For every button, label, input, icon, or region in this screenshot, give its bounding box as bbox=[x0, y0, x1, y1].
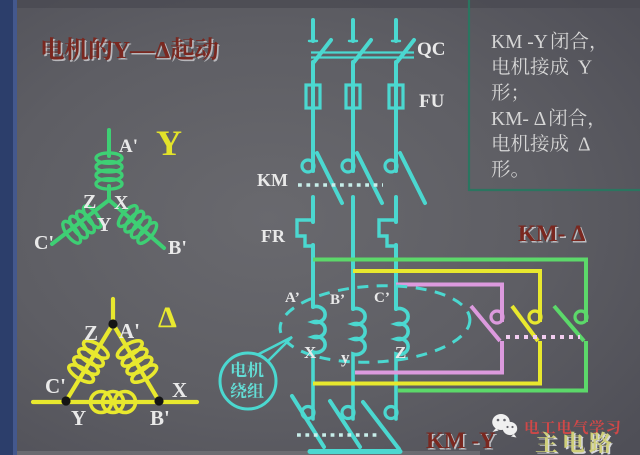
svg-text:Y: Y bbox=[71, 406, 86, 430]
svg-text:Δ: Δ bbox=[578, 134, 591, 155]
svg-text:C’: C’ bbox=[374, 290, 390, 306]
svg-text:Δ: Δ bbox=[158, 301, 177, 334]
svg-text:X: X bbox=[304, 343, 317, 362]
svg-text:C': C' bbox=[34, 232, 54, 254]
svg-text:A': A' bbox=[119, 319, 140, 343]
svg-text:KM- Δ: KM- Δ bbox=[520, 223, 588, 248]
svg-text:KM: KM bbox=[257, 170, 288, 190]
svg-text:KM- Δ: KM- Δ bbox=[518, 221, 586, 246]
svg-text:Y—Δ: Y—Δ bbox=[112, 37, 170, 64]
svg-text:KM -Y: KM -Y bbox=[426, 428, 496, 453]
svg-text:Z: Z bbox=[395, 343, 406, 362]
svg-text:Y: Y bbox=[578, 58, 592, 79]
svg-text:KM -Y: KM -Y bbox=[491, 32, 548, 53]
svg-text:y: y bbox=[341, 348, 350, 367]
svg-text:A': A' bbox=[119, 136, 138, 157]
svg-text:Y—Δ: Y—Δ bbox=[114, 39, 172, 66]
svg-text:QC: QC bbox=[417, 39, 446, 60]
svg-text:C': C' bbox=[45, 374, 66, 398]
svg-text:KM -Y: KM -Y bbox=[428, 430, 498, 455]
svg-text:Y: Y bbox=[97, 214, 112, 236]
svg-text:X: X bbox=[172, 378, 187, 402]
svg-text:X: X bbox=[114, 192, 129, 214]
svg-text:Y: Y bbox=[156, 123, 182, 163]
svg-text:KM- Δ: KM- Δ bbox=[491, 109, 546, 130]
svg-text:Z: Z bbox=[83, 191, 96, 213]
svg-text:FU: FU bbox=[419, 91, 445, 112]
svg-text:A’: A’ bbox=[285, 290, 300, 306]
svg-text:FR: FR bbox=[261, 226, 286, 246]
svg-text:B': B' bbox=[150, 406, 170, 430]
svg-text:Z: Z bbox=[84, 321, 98, 345]
svg-text:B’: B’ bbox=[330, 292, 345, 308]
svg-text:B': B' bbox=[168, 237, 187, 259]
